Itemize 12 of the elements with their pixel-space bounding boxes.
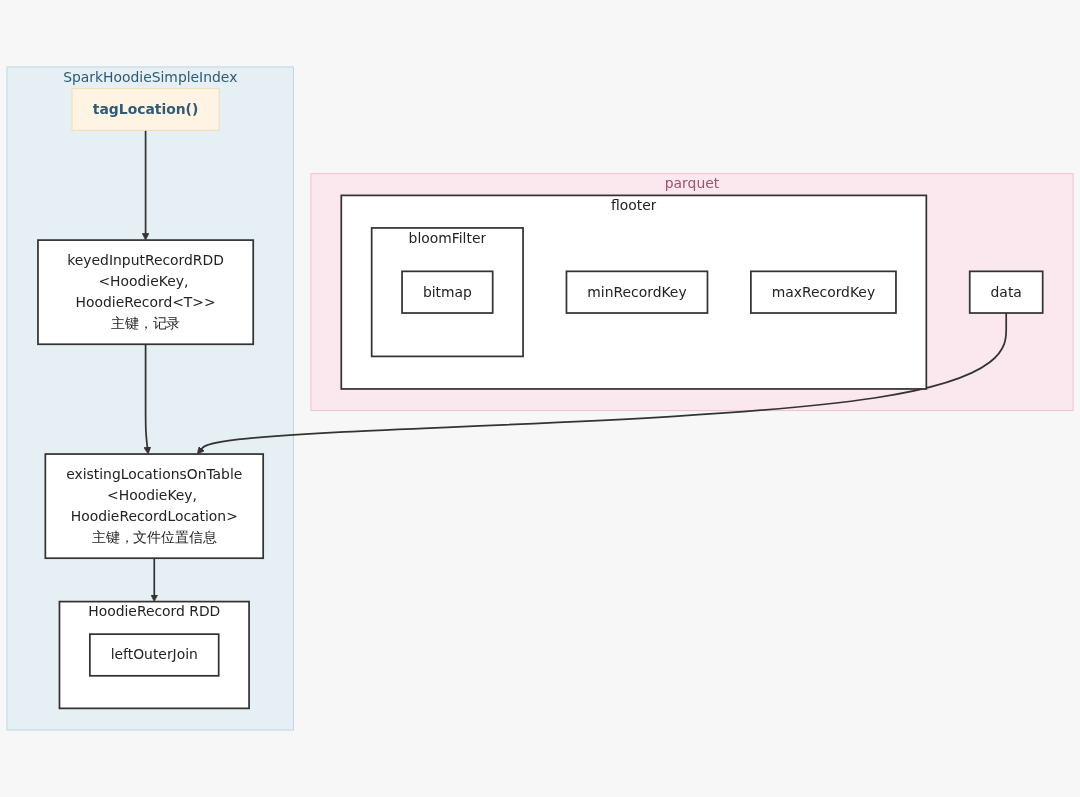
node-box: bitmap (401, 270, 494, 314)
arrow (143, 343, 152, 455)
node-box: maxRecordKey (750, 270, 897, 314)
node-box: tagLocation() (71, 88, 220, 131)
node-box: minRecordKey (565, 270, 709, 314)
arrow (141, 129, 150, 241)
node-box: keyedInputRecordRDD <HoodieKey, HoodieRecord<T>> 主键，记录 (37, 239, 255, 346)
node-box: data (968, 270, 1044, 314)
node-box: leftOuterJoin (88, 633, 220, 677)
arrow (150, 557, 159, 602)
arrow (196, 312, 1008, 455)
node-box: existingLocationsOnTable <HoodieKey, HoodieRecordLocation> 主键，文件位置信息 (44, 453, 265, 560)
